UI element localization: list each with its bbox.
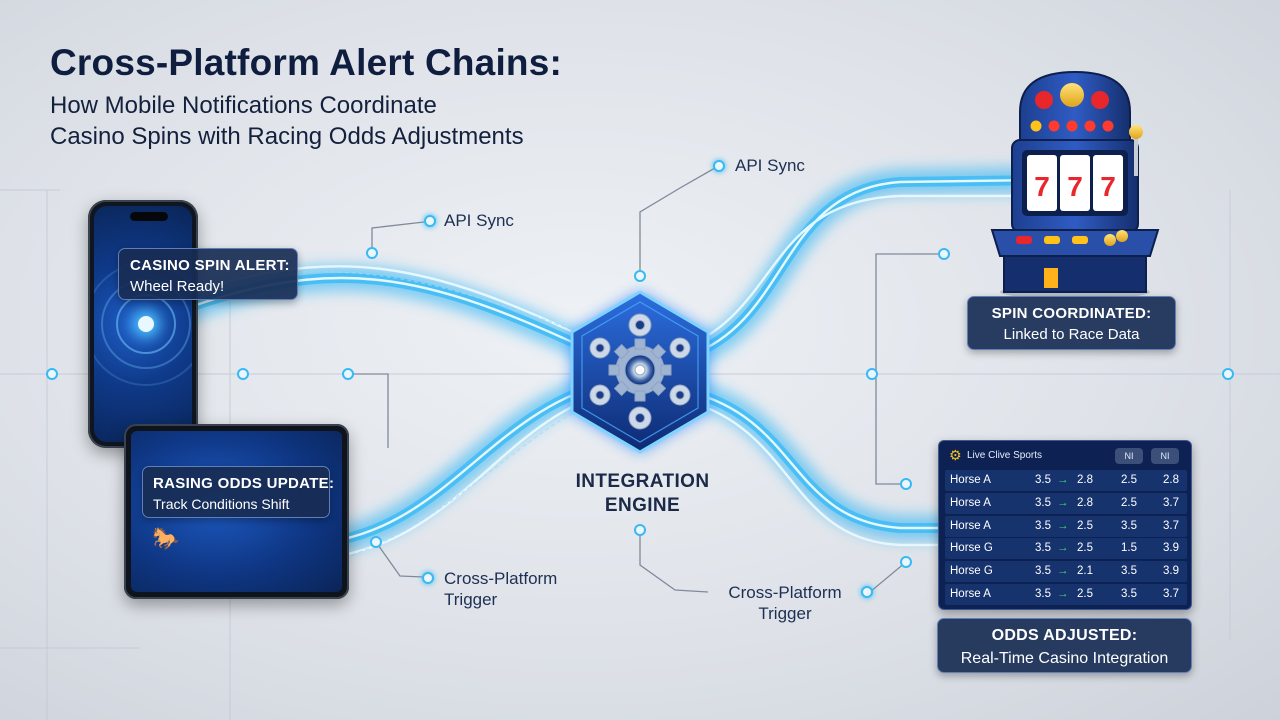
casino-spin-alert-card: CASINO SPIN ALERT: Wheel Ready! [118,248,298,300]
odds-column-b: 3.7 [1163,519,1179,532]
api-sync-label-right: API Sync [713,156,805,176]
odds-column-b: 3.7 [1163,588,1179,600]
odds-column-a: 3.5 [1121,565,1137,578]
odds-column-a: 1.5 [1121,542,1137,555]
odds-column-b: 2.8 [1163,474,1179,486]
gears-icon [589,313,691,430]
label-dot [424,215,436,227]
horse-icon: 🐎 [152,526,180,551]
spin-coordinated-card: SPIN COORDINATED: Linked to Race Data [967,296,1176,350]
odds-table-row: Horse A 3.5 → 2.8 2.5 3.7 [945,492,1187,514]
horse-name: Horse A [950,474,991,486]
card-heading: ODDS ADJUSTED: [991,627,1138,644]
arrow-icon: → [1057,474,1069,486]
card-body: Track Conditions Shift [153,496,290,512]
odds-table-row: Horse G 3.5 → 2.1 3.5 3.9 [945,561,1187,583]
api-sync-label-left: API Sync [424,211,514,231]
odds-table-row: Horse A 3.5 → 2.8 2.5 2.8 [945,470,1187,491]
phone-screen [94,206,192,442]
gear-icon: ⚙ [949,447,962,463]
odds-panel-button[interactable]: NI [1151,448,1179,464]
connector-nodes [46,247,1234,568]
new-odds: 2.5 [1077,588,1093,600]
arrow-icon: → [1057,496,1069,509]
arrow-icon: → [1057,542,1069,555]
label-dot [713,160,725,172]
subtitle-line-2: Casino Spins with Racing Odds Adjustment… [50,123,524,150]
slot-machine-icon: 7 7 7 [990,70,1160,299]
reel-2: 7 [1067,171,1083,202]
connector-lines [348,167,944,593]
odds-column-a: 3.5 [1121,588,1137,600]
old-odds: 3.5 [1035,519,1051,532]
page-subtitle: How Mobile Notifications Coordinate Casi… [50,90,524,152]
cross-platform-trigger-label-left: Cross-Platform Trigger [422,568,557,610]
odds-panel-title: Live Clive Sports [967,450,1043,461]
arrow-icon: → [1057,565,1069,578]
odds-column-b: 3.7 [1163,496,1179,509]
integration-engine-label: INTEGRATION ENGINE [575,471,710,516]
horse-name: Horse G [950,565,993,578]
card-heading: SPIN COORDINATED: [991,305,1152,322]
old-odds: 3.5 [1035,588,1051,600]
card-body: Real-Time Casino Integration [960,650,1169,667]
horse-name: Horse G [950,542,993,555]
smartphone-icon [88,200,198,448]
card-body: Wheel Ready! [130,278,225,295]
old-odds: 3.5 [1035,542,1051,555]
old-odds: 3.5 [1035,496,1051,509]
odds-column-a: 2.5 [1121,496,1137,509]
new-odds: 2.1 [1077,565,1093,578]
page-title: Cross-Platform Alert Chains: [50,42,563,83]
arrow-icon: → [1057,519,1069,532]
card-heading: CASINO SPIN ALERT: [130,257,290,274]
old-odds: 3.5 [1035,474,1051,486]
arrow-icon: → [1057,588,1069,600]
phone-notch [130,212,168,221]
new-odds: 2.5 [1077,542,1093,555]
integration-engine-hexagon [570,290,710,454]
label-dot [422,572,434,584]
horse-name: Horse A [950,519,991,532]
odds-column-a: 2.5 [1121,474,1137,486]
odds-adjusted-card: ODDS ADJUSTED: Real-Time Casino Integrat… [937,618,1192,673]
cross-platform-trigger-label-right: Cross-Platform Trigger [728,583,842,623]
subtitle-line-1: How Mobile Notifications Coordinate [50,92,437,119]
odds-table-row: Horse G 3.5 → 2.5 1.5 3.9 [945,538,1187,560]
card-body: Linked to Race Data [1003,326,1140,343]
racing-odds-update-card: RASING ODDS UPDATE: Track Conditions Shi… [142,466,335,518]
horse-name: Horse A [950,588,991,600]
horse-name: Horse A [950,496,991,509]
reel-3: 7 [1100,171,1116,202]
odds-column-b: 3.9 [1163,565,1179,578]
new-odds: 2.5 [1077,519,1093,532]
card-heading: RASING ODDS UPDATE: [153,475,335,492]
label-dot [861,586,873,598]
odds-table-row: Horse A 3.5 → 2.5 3.5 3.7 [945,584,1187,605]
new-odds: 2.8 [1077,496,1093,509]
odds-column-b: 3.9 [1163,542,1179,555]
odds-table-row: Horse A 3.5 → 2.5 3.5 3.7 [945,515,1187,537]
odds-panel-header: ⚙ Live Clive Sports NI NI [947,447,1183,467]
old-odds: 3.5 [1035,565,1051,578]
new-odds: 2.8 [1077,474,1093,486]
notification-glow [138,316,154,332]
reel-1: 7 [1034,171,1050,202]
odds-column-a: 3.5 [1121,519,1137,532]
live-odds-panel: ⚙ Live Clive Sports NI NI Horse A 3.5 → 2.8… [938,440,1192,610]
odds-panel-button[interactable]: NI [1115,448,1143,464]
